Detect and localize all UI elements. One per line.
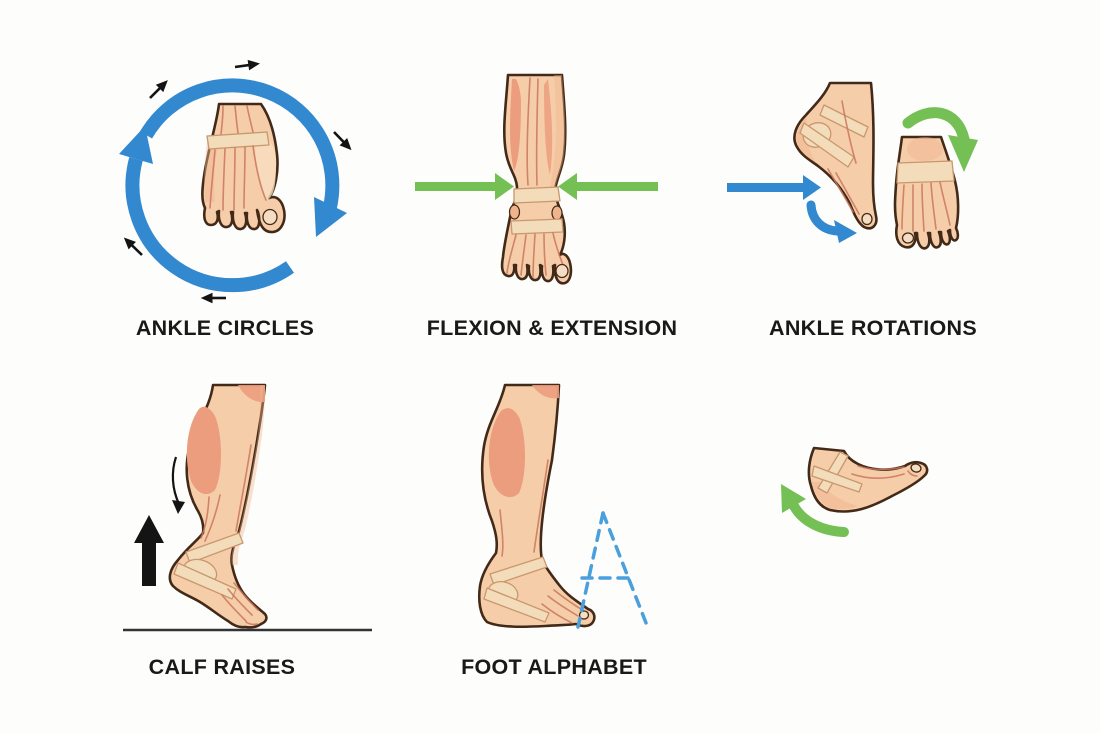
label-ankle-circles: ANKLE CIRCLES xyxy=(135,316,315,340)
calf-raises-illustration xyxy=(123,383,372,632)
green-arrow-left-icon xyxy=(558,173,658,200)
foot-top-view-illustration xyxy=(201,102,286,234)
green-arrow-right-icon xyxy=(415,173,514,200)
panel-foot-alphabet xyxy=(430,380,720,638)
dashed-letter-a xyxy=(576,511,650,630)
blue-arrow-right-icon xyxy=(727,175,821,200)
panel-calf-raises xyxy=(110,375,380,637)
foot-side-view-illustration xyxy=(807,446,929,513)
thin-curved-down-arrow-icon xyxy=(171,456,185,514)
lower-leg-front-view-illustration xyxy=(500,73,573,285)
clockwise-circle-arrow-icon xyxy=(119,78,347,293)
foot-alphabet-illustration xyxy=(477,383,650,630)
label-calf-raises: CALF RAISES xyxy=(148,655,296,679)
blue-curved-arrow-icon xyxy=(806,200,857,243)
label-ankle-rotations: ANKLE ROTATIONS xyxy=(769,316,977,340)
panel-ankle-circles xyxy=(95,40,375,312)
panel-ankle-stretch xyxy=(770,430,990,565)
green-curved-arrow-icon xyxy=(781,484,849,537)
ankle-rotations-illustration xyxy=(727,81,978,250)
leg-side-view-illustration xyxy=(477,383,596,629)
foot-front-view-illustration xyxy=(893,135,960,250)
pointed-foot-side-view-illustration xyxy=(793,81,878,230)
small-direction-arrows-icon xyxy=(123,59,352,304)
black-up-arrow-icon xyxy=(134,515,164,586)
ankle-circles-illustration xyxy=(119,59,352,304)
label-flexion-extension: FLEXION & EXTENSION xyxy=(426,316,678,340)
panel-ankle-rotations xyxy=(715,55,1005,305)
label-foot-alphabet: FOOT ALPHABET xyxy=(461,655,647,679)
tiptoe-leg-side-view-illustration xyxy=(168,383,268,629)
flexion-extension-illustration xyxy=(415,73,658,285)
ankle-stretch-illustration xyxy=(781,446,929,537)
panel-flexion-extension xyxy=(400,55,680,310)
green-curved-arrow-icon xyxy=(902,107,978,172)
